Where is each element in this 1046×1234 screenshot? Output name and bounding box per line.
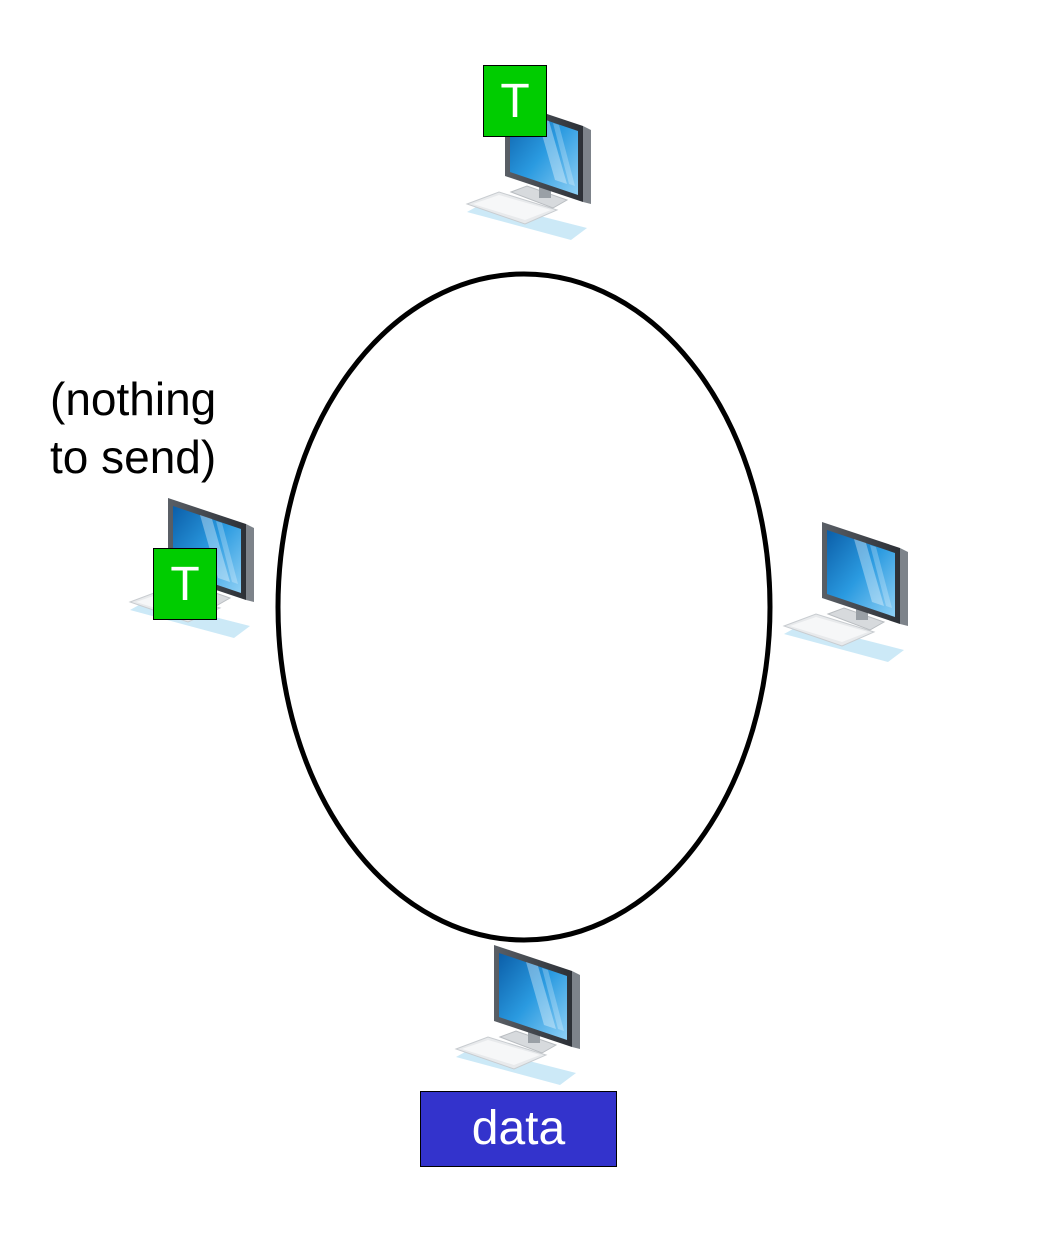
note-line-2: to send)	[50, 431, 217, 483]
computer-right-icon	[783, 521, 909, 663]
nothing-to-send-note: (nothing to send)	[50, 370, 260, 486]
token-top: T	[483, 65, 547, 137]
note-line-1: (nothing	[50, 373, 217, 425]
token-left: T	[153, 548, 217, 620]
data-packet: data	[420, 1091, 617, 1167]
ring-network	[275, 271, 773, 943]
computer-bottom-icon	[455, 944, 581, 1086]
